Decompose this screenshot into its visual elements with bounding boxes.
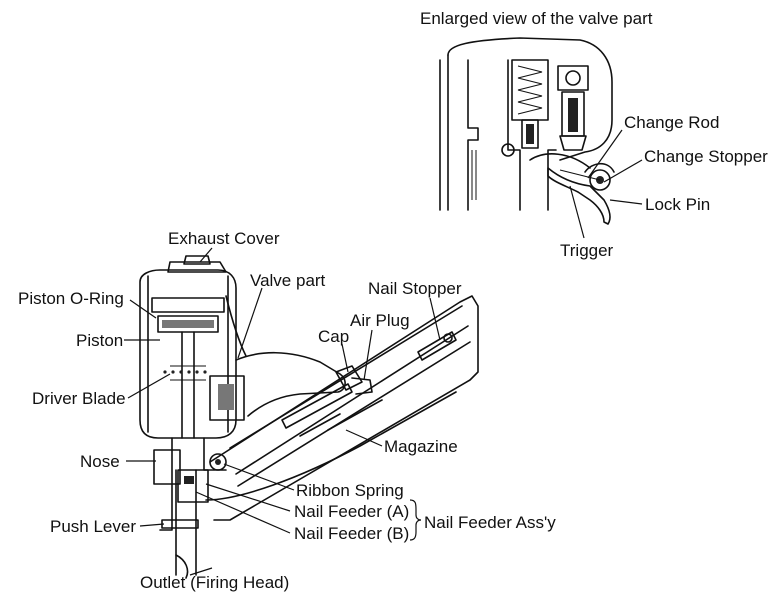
leader-cap <box>341 343 349 373</box>
label-trigger: Trigger <box>560 241 614 260</box>
leader-lock-pin <box>609 199 643 205</box>
label-nail-feeder-assy: Nail Feeder Ass'y <box>424 513 556 532</box>
label-nail-feeder-a: Nail Feeder (A) <box>294 502 409 521</box>
nailer-main-drawing <box>139 255 479 579</box>
label-push-lever: Push Lever <box>50 517 136 536</box>
label-nose: Nose <box>80 452 120 471</box>
leader-trigger <box>569 185 585 239</box>
label-magazine: Magazine <box>384 437 458 456</box>
leader-air-plug <box>363 329 373 381</box>
leader-change-stopper <box>603 159 643 183</box>
label-driver-blade: Driver Blade <box>32 389 126 408</box>
label-piston-o-ring: Piston O-Ring <box>18 289 124 308</box>
label-nail-feeder-b: Nail Feeder (B) <box>294 524 409 543</box>
leader-driver-blade <box>127 373 171 399</box>
leader-valve-part <box>237 287 263 359</box>
label-change-stopper: Change Stopper <box>644 147 768 166</box>
leader-ribbon-spring <box>223 463 295 491</box>
enlarged-valve-drawing <box>439 37 615 225</box>
label-change-rod: Change Rod <box>624 113 719 132</box>
leader-outlet <box>189 567 213 576</box>
leader-push-lever <box>139 523 165 527</box>
label-air-plug: Air Plug <box>350 311 410 330</box>
leader-magazine <box>345 429 383 447</box>
label-lock-pin: Lock Pin <box>645 195 710 214</box>
label-exhaust-cover: Exhaust Cover <box>168 229 280 248</box>
label-valve-part: Valve part <box>250 271 326 290</box>
leader-piston-o-ring <box>129 299 157 319</box>
label-cap: Cap <box>318 327 349 346</box>
leader-change-rod <box>587 129 623 179</box>
label-piston: Piston <box>76 331 123 350</box>
enlarged-view-title: Enlarged view of the valve part <box>420 9 653 28</box>
leader-exhaust-cover <box>199 247 213 263</box>
label-ribbon-spring: Ribbon Spring <box>296 481 404 500</box>
leader-nail-stopper <box>429 297 441 341</box>
label-outlet: Outlet (Firing Head) <box>140 573 289 592</box>
label-nail-stopper: Nail Stopper <box>368 279 462 298</box>
labels: Enlarged view of the valve part Change R… <box>18 9 768 592</box>
brace-nail-feeder-assy <box>409 499 422 541</box>
leader-nail-feeder-b <box>195 491 291 534</box>
leader-nail-feeder-a <box>205 483 291 512</box>
leader-lines <box>124 129 643 576</box>
